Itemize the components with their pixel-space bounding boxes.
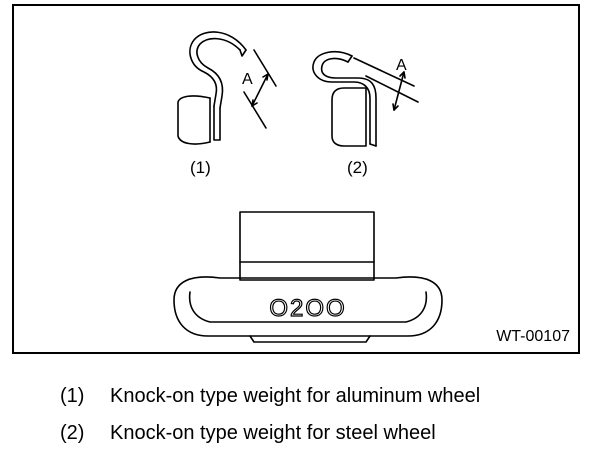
dimension-label-aluminum: A (242, 71, 253, 88)
dimension-label-steel: A (396, 57, 407, 74)
weight-illustration: A A O2OO (173, 31, 443, 343)
figure-code: WT-00107 (496, 328, 570, 345)
legend-number: (2) (60, 422, 85, 444)
legend-item-1: (1) Knock-on type weight for aluminum whe… (60, 385, 480, 408)
diagram-frame: A A O2OO (1) (2) WT-00107 (12, 4, 580, 354)
item-label-2: (2) (347, 158, 368, 177)
legend-number: (1) (60, 385, 85, 407)
aluminum-wheel-weight-clip (177, 31, 277, 145)
steel-wheel-weight-clip (312, 50, 419, 147)
weight-face-view (173, 211, 443, 343)
legend-item-2: (2) Knock-on type weight for steel wheel (60, 422, 436, 445)
legend-text: Knock-on type weight for steel wheel (110, 422, 436, 444)
weight-marking: O2OO (269, 295, 346, 322)
legend-text: Knock-on type weight for aluminum wheel (110, 385, 481, 407)
item-label-1: (1) (190, 158, 211, 177)
